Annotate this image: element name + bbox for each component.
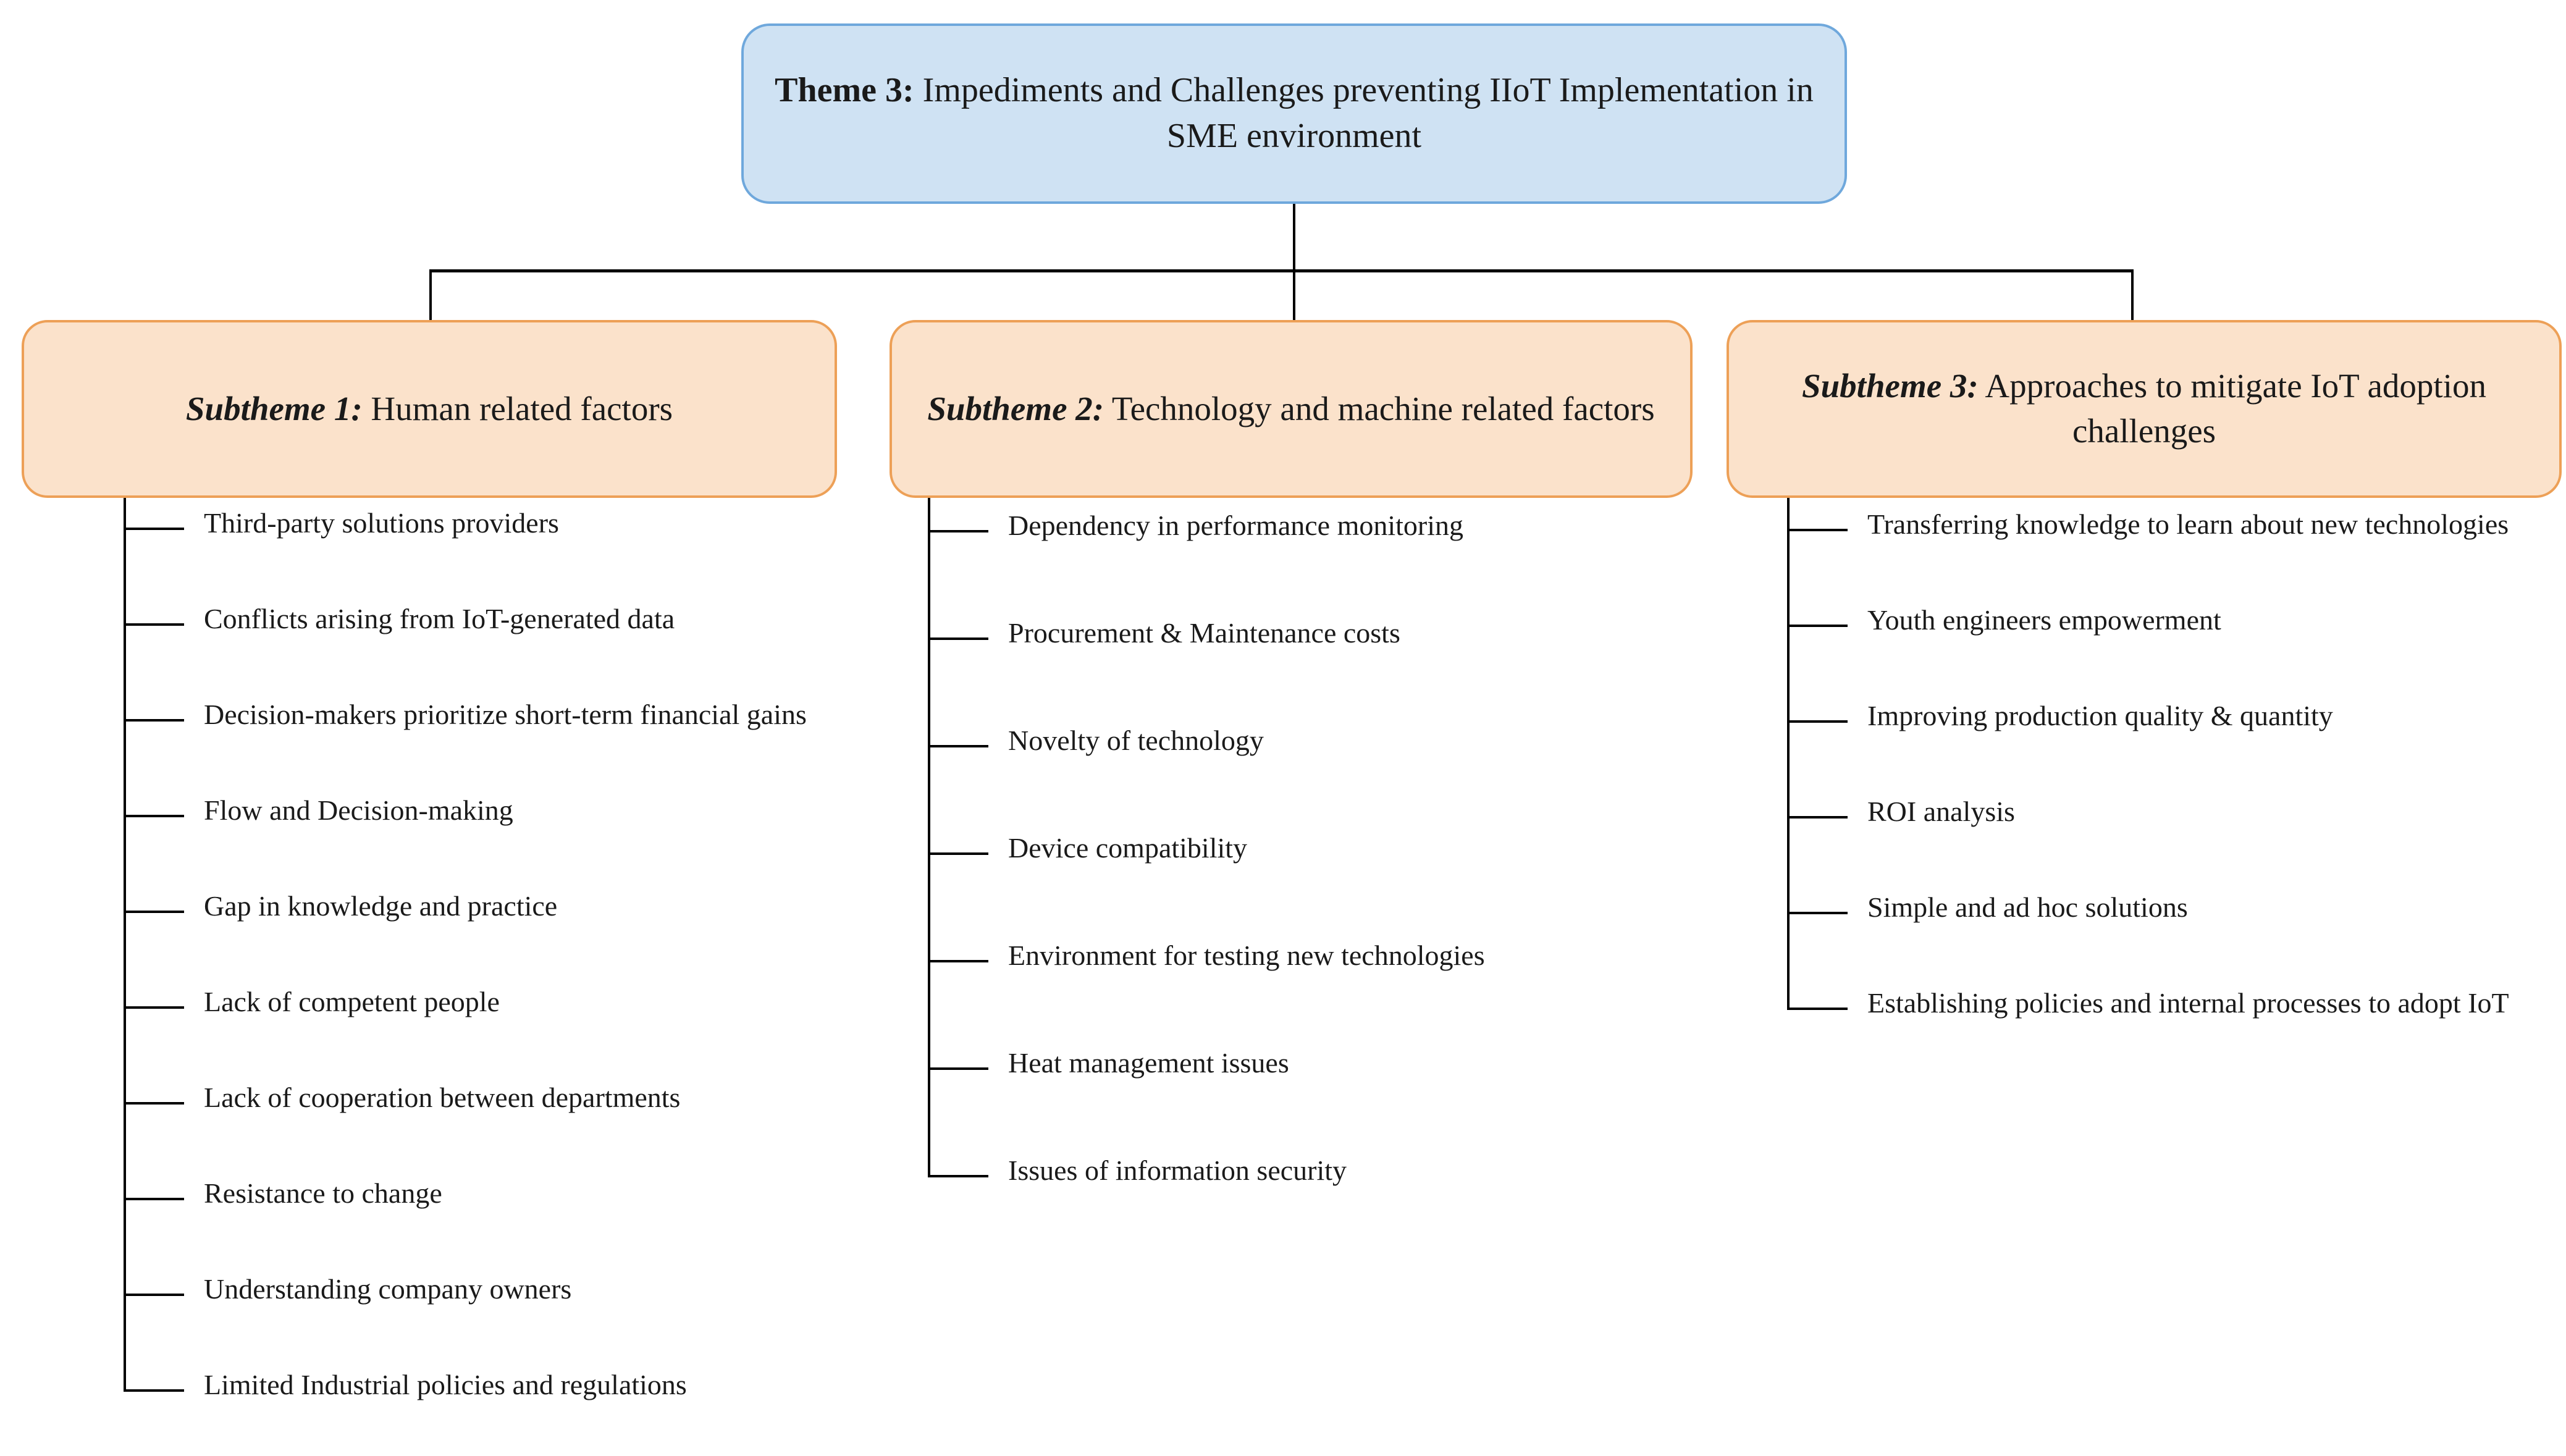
list-item: Resistance to change (0, 1168, 865, 1264)
list-item: Limited Industrial policies and regulati… (0, 1360, 865, 1455)
connector-stub (124, 911, 184, 913)
subtheme-node-2-body: Technology and machine related factors (1104, 389, 1655, 427)
list-item-label: Gap in knowledge and practice (204, 890, 558, 922)
theme-node-text: Theme 3: Impediments and Challenges prev… (768, 68, 1820, 159)
list-item: ROI analysis (1664, 785, 2565, 881)
connector-stub (1787, 720, 1848, 723)
connector-stub (928, 852, 988, 855)
list-item: Understanding company owners (0, 1264, 865, 1360)
connector-stub (124, 623, 184, 626)
list-item-label: Novelty of technology (1008, 725, 1264, 756)
list-item: Third-party solutions providers (0, 498, 865, 594)
subtheme-node-3-text: Subtheme 3: Approaches to mitigate IoT a… (1754, 364, 2534, 453)
column-2-spine (928, 498, 930, 1177)
connector-stub (1787, 912, 1848, 914)
list-item-label: Lack of competent people (204, 986, 500, 1017)
list-item-label: Improving production quality & quantity (1867, 700, 2333, 731)
list-item: Improving production quality & quantity (1664, 689, 2565, 785)
connector-drop-subtheme-2 (1293, 269, 1295, 321)
list-item-label: Transferring knowledge to learn about ne… (1867, 508, 2509, 540)
connector-stub (928, 1067, 988, 1070)
list-item: Procurement & Maintenance costs (804, 605, 1669, 713)
list-item: Issues of information security (804, 1143, 1669, 1250)
list-item-label: ROI analysis (1867, 796, 2015, 827)
connector-stub (928, 1175, 988, 1177)
subtheme-node-1-body: Human related factors (362, 389, 673, 427)
list-item-label: Understanding company owners (204, 1273, 572, 1305)
subtheme-node-3: Subtheme 3: Approaches to mitigate IoT a… (1727, 320, 2562, 498)
list-item-label: Conflicts arising from IoT-generated dat… (204, 603, 675, 634)
subtheme-node-2: Subtheme 2: Technology and machine relat… (890, 320, 1693, 498)
list-item: Flow and Decision-making (0, 785, 865, 881)
list-item-label: Youth engineers empowerment (1867, 604, 2221, 636)
list-item-label: Limited Industrial policies and regulati… (204, 1369, 687, 1400)
list-item-label: Lack of cooperation between departments (204, 1082, 681, 1113)
connector-stub (124, 1006, 184, 1009)
connector-drop-subtheme-3 (2131, 269, 2134, 321)
list-item: Gap in knowledge and practice (0, 881, 865, 977)
theme-node: Theme 3: Impediments and Challenges prev… (741, 23, 1847, 204)
connector-stub (124, 1389, 184, 1392)
list-item: Lack of competent people (0, 977, 865, 1072)
list-item-label: Establishing policies and internal proce… (1867, 987, 2509, 1019)
list-item-label: Environment for testing new technologies (1008, 940, 1485, 971)
list-item: Simple and ad hoc solutions (1664, 881, 2565, 977)
list-item-label: Flow and Decision-making (204, 794, 513, 826)
connector-stub (928, 530, 988, 532)
subtheme-node-1-text: Subtheme 1: Human related factors (186, 387, 673, 432)
list-item-label: Third-party solutions providers (204, 507, 559, 539)
list-item: Lack of cooperation between departments (0, 1072, 865, 1168)
connector-crossbar (429, 269, 2134, 272)
list-item: Heat management issues (804, 1035, 1669, 1143)
subtheme-node-3-body: Approaches to mitigate IoT adoption chal… (1978, 367, 2486, 450)
list-item-label: Device compatibility (1008, 832, 1248, 864)
list-item-label: Simple and ad hoc solutions (1867, 891, 2188, 923)
subtheme-node-3-lead: Subtheme 3: (1801, 367, 1979, 405)
connector-trunk (1293, 204, 1295, 271)
column-3-spine (1787, 498, 1790, 1010)
connector-stub (1787, 529, 1848, 531)
list-item-label: Procurement & Maintenance costs (1008, 617, 1400, 649)
list-item: Decision-makers prioritize short-term fi… (0, 689, 865, 785)
connector-stub (124, 1198, 184, 1200)
connector-stub (928, 638, 988, 640)
connector-stub (928, 745, 988, 747)
list-item: Dependency in performance monitoring (804, 498, 1669, 605)
list-item: Novelty of technology (804, 713, 1669, 820)
connector-drop-subtheme-1 (429, 269, 432, 321)
list-item: Establishing policies and internal proce… (1664, 977, 2565, 1072)
list-item: Device compatibility (804, 820, 1669, 928)
subtheme-node-2-text: Subtheme 2: Technology and machine relat… (927, 387, 1654, 432)
list-item-label: Issues of information security (1008, 1155, 1347, 1186)
connector-stub (928, 960, 988, 962)
connector-stub (124, 528, 184, 530)
theme-node-body: Impediments and Challenges preventing II… (914, 71, 1814, 155)
connector-stub (1787, 625, 1848, 627)
list-item: Conflicts arising from IoT-generated dat… (0, 594, 865, 689)
connector-stub (124, 1102, 184, 1105)
connector-stub (124, 815, 184, 817)
list-item: Transferring knowledge to learn about ne… (1664, 498, 2565, 594)
connector-stub (124, 719, 184, 722)
connector-stub (1787, 1008, 1848, 1010)
list-item-label: Dependency in performance monitoring (1008, 510, 1464, 541)
list-item-label: Heat management issues (1008, 1047, 1289, 1079)
list-item-label: Resistance to change (204, 1177, 442, 1209)
list-item: Youth engineers empowerment (1664, 594, 2565, 689)
subtheme-node-1: Subtheme 1: Human related factors (22, 320, 837, 498)
list-item: Environment for testing new technologies (804, 928, 1669, 1035)
subtheme-node-1-lead: Subtheme 1: (185, 389, 363, 427)
subtheme-3-item-column: Transferring knowledge to learn about ne… (1664, 498, 2565, 1072)
connector-stub (124, 1294, 184, 1296)
column-1-spine (124, 498, 126, 1392)
theme-node-lead: Theme 3: (775, 71, 914, 110)
connector-stub (1787, 816, 1848, 818)
subtheme-node-2-lead: Subtheme 2: (927, 389, 1104, 427)
subtheme-3-item-list: Transferring knowledge to learn about ne… (1664, 498, 2565, 1072)
list-item-label: Decision-makers prioritize short-term fi… (204, 699, 807, 730)
